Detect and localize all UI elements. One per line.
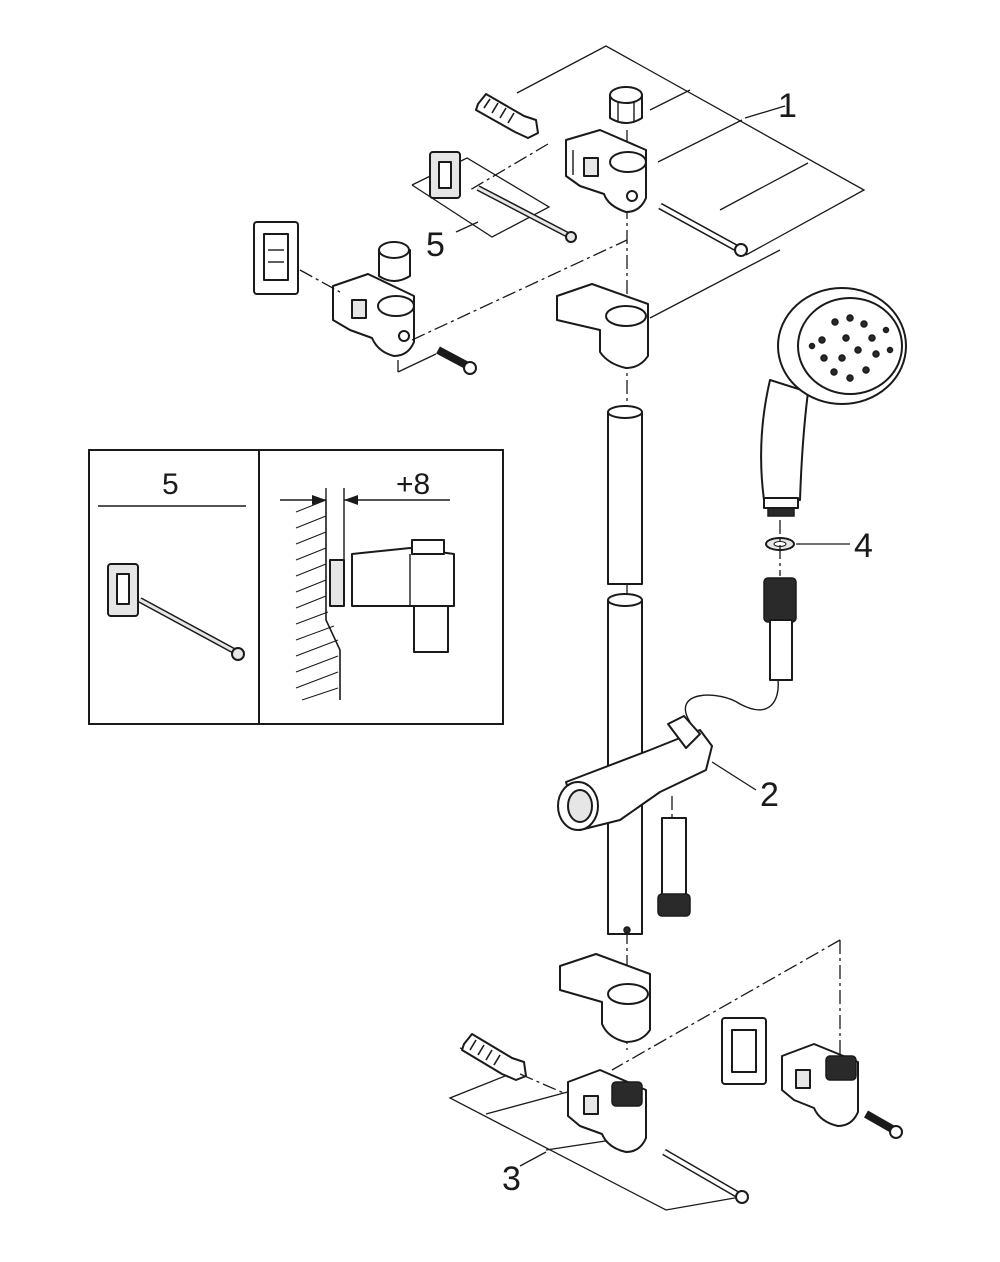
screw-5 [476,185,577,243]
bottom-bracket [567,1069,647,1153]
hose-curve [684,679,779,723]
top-mounting-group [411,45,866,257]
top-bracket [565,129,647,213]
bottom-screw-left [461,1033,527,1081]
hand-shower [760,287,907,517]
wall-plate-5 [429,151,461,199]
right-bottom-group [721,1017,903,1139]
left-cap [378,241,411,282]
detail-title-5: 5 [162,468,179,501]
spray-nozzles [808,314,894,382]
bottom-screw-long [662,1148,749,1204]
lower-end-holder [559,953,651,1043]
callout-2: 2 [760,776,779,814]
left-mounting-group [253,221,628,375]
detail-dimension: +8 [396,468,430,501]
top-screw-left [475,93,539,139]
right-bracket [781,1043,859,1127]
left-bracket [332,273,415,357]
washer-4 [765,537,850,551]
detail-left-panel [98,505,246,661]
rail-upper [607,405,643,585]
slider [557,715,757,831]
left-screw [436,346,477,375]
right-screw [864,1110,903,1139]
detail-right-panel [280,488,455,701]
callout-5: 5 [426,226,445,264]
top-cap [609,86,643,124]
bottom-mounting-group [448,939,841,1211]
callout-1: 1 [778,87,797,125]
detail-wall-plate [107,563,139,617]
hose-lower [657,817,691,917]
detail-box [88,449,504,725]
wall-plate-right [721,1017,767,1085]
callout-1-bracket [516,45,866,256]
wall-plate-left [253,221,299,295]
callout-4: 4 [854,527,873,565]
top-screw-right [658,202,748,257]
callout-3: 3 [502,1160,521,1198]
hose-nut-upper [763,577,797,681]
upper-end-holder [556,249,781,369]
